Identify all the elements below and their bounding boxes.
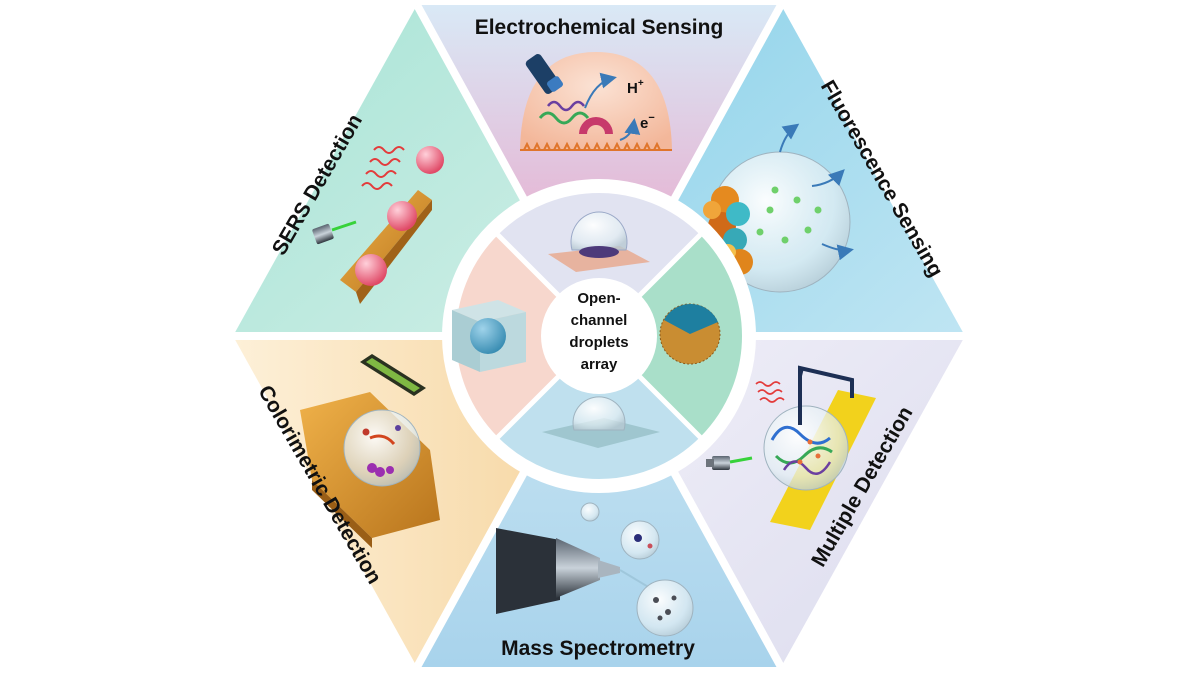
ms-inlet-icon — [496, 528, 651, 614]
electrode-probe-icon — [525, 54, 563, 94]
pink-bead — [355, 254, 387, 286]
pink-bead — [387, 201, 417, 231]
raman-wave-icon — [755, 381, 785, 403]
label-electrochemical-sensing: Electrochemical Sensing — [475, 16, 724, 39]
mass-spectrometry-illustration — [496, 502, 694, 637]
receptor-icon — [579, 117, 613, 134]
center-title-line-2: channel — [571, 312, 628, 329]
multiple-detection-illustration — [706, 365, 876, 530]
center-title: Open- channel droplets array — [569, 290, 628, 373]
inner-ring — [442, 179, 756, 493]
droplet-on-pad-icon — [548, 211, 650, 272]
droplet-on-plate-icon — [542, 396, 660, 448]
label-h-plus: H+ — [627, 78, 644, 97]
electrode-wire-icon — [798, 365, 854, 425]
raman-wave-icon — [361, 146, 405, 190]
electrochemical-illustration — [520, 52, 672, 151]
center-title-line-1: Open- — [577, 290, 620, 307]
center-title-line-4: array — [581, 356, 618, 373]
laser-head-icon — [312, 220, 357, 245]
label-e-minus: e− — [640, 112, 655, 132]
segment-electrochemical — [417, 5, 781, 336]
colorimetric-illustration — [300, 354, 440, 548]
microsphere-icon — [659, 303, 721, 365]
label-mass-spectrometry: Mass Spectrometry — [501, 637, 695, 660]
sers-illustration — [312, 146, 444, 304]
smartphone-icon — [360, 354, 426, 396]
hydrogel-cube-icon — [452, 300, 526, 372]
center-title-line-3: droplets — [569, 334, 628, 351]
pink-bead — [416, 146, 444, 174]
laser-head-icon — [706, 456, 753, 470]
